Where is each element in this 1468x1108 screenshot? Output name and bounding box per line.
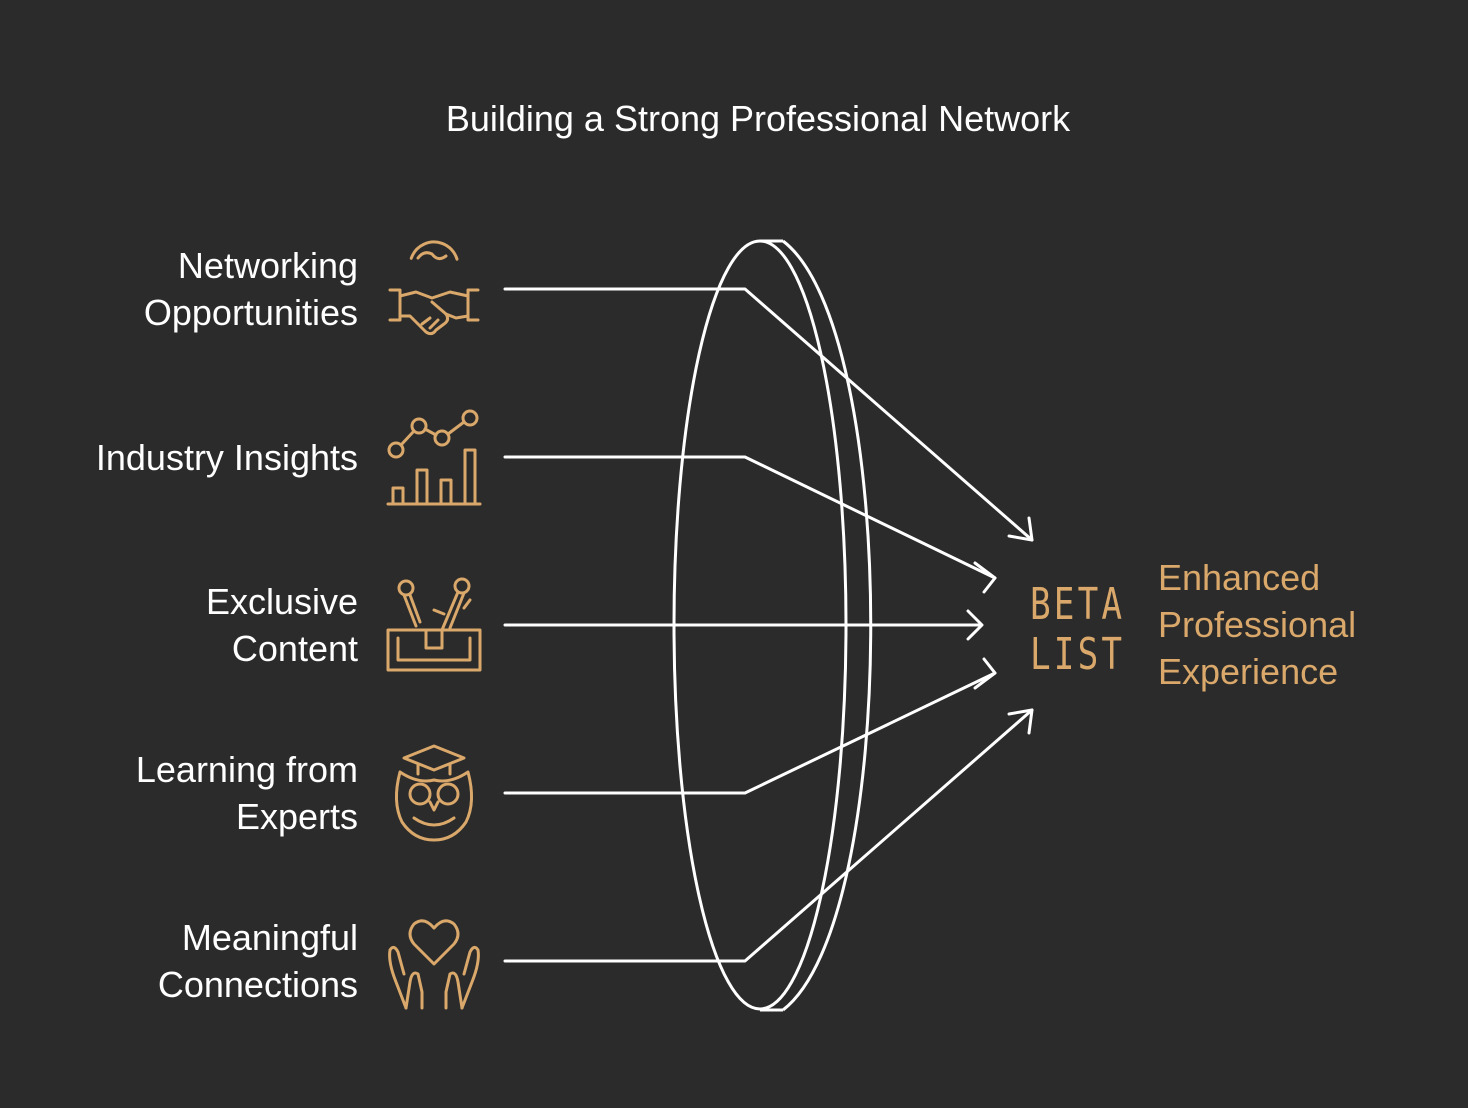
arrows (503, 287, 1034, 963)
diagram-title: Building a Strong Professional Network (445, 98, 1071, 139)
arrow-4 (503, 671, 997, 795)
arrowhead-4 (973, 657, 997, 690)
tools-box-icon (384, 574, 484, 674)
outcome-label: Enhanced Professional Experience (1158, 557, 1357, 692)
input-label-industry-insights: Industry Insights (95, 437, 358, 478)
handshake-globe-icon (384, 240, 484, 340)
arrow-5 (503, 708, 1034, 963)
arrowhead-1 (1007, 516, 1034, 542)
arrow-1 (503, 287, 1034, 542)
arrow-2 (503, 455, 997, 580)
arrowhead-2 (973, 561, 997, 594)
heart-hands-icon (384, 912, 484, 1012)
arrowhead-3 (966, 609, 984, 641)
arrowhead-5 (1007, 708, 1034, 735)
owl-graduate-icon (384, 742, 484, 842)
bar-chart-trend-icon (384, 408, 484, 508)
